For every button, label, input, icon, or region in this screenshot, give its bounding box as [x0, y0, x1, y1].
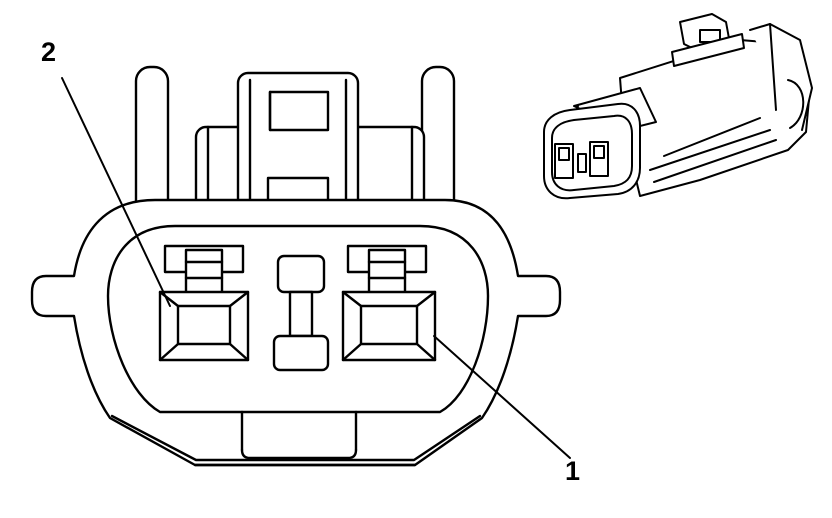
terminal-cavity-2 — [158, 244, 250, 362]
leader-line-1 — [433, 335, 571, 459]
callout-label-1: 1 — [565, 456, 581, 486]
leader-line-2 — [61, 77, 171, 307]
connector-iso-thumbnail — [543, 13, 813, 200]
terminal-cavity-1 — [341, 244, 437, 362]
center-key — [272, 254, 330, 372]
callout-label-2: 2 — [41, 37, 57, 67]
